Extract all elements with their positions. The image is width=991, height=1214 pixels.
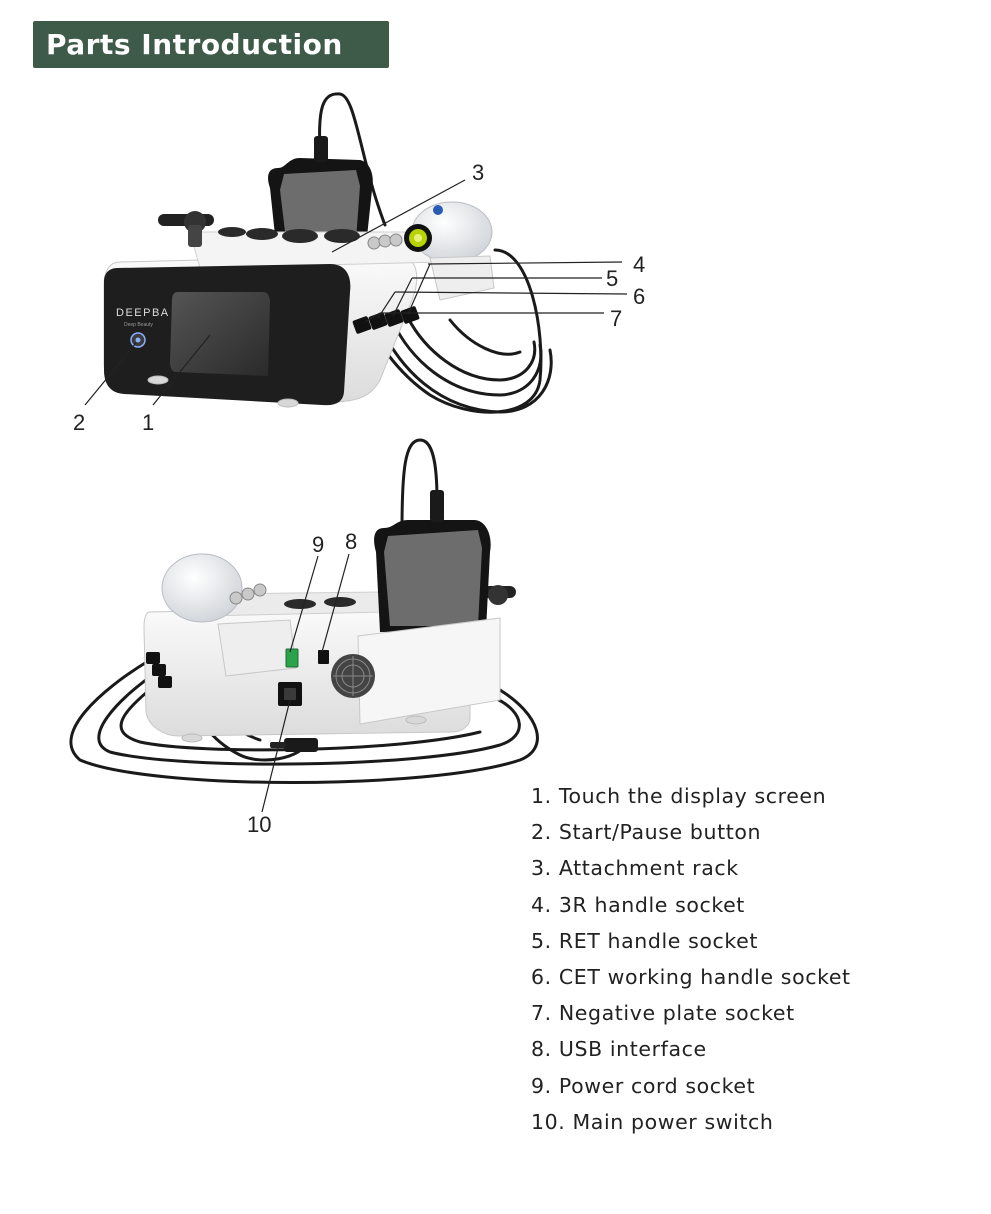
callout-7: 7 <box>610 306 623 331</box>
usb-interface <box>318 650 329 664</box>
rear-3r-handle <box>161 553 297 677</box>
legend-item: 10. Main power switch <box>531 1109 774 1134</box>
brand-logo: DEEPBA <box>116 307 170 319</box>
touch-display-screen <box>170 292 270 376</box>
plate-holder <box>357 617 501 725</box>
device-rear-view <box>69 438 539 813</box>
front-cables <box>318 92 553 414</box>
front-feet <box>147 375 299 408</box>
callout-9: 9 <box>312 532 325 557</box>
rack-slots <box>218 227 360 243</box>
parts-legend: 1. Touch the display screen 2. Start/Pau… <box>531 783 961 1145</box>
callout-2: 2 <box>73 410 86 435</box>
rear-negative-plate <box>374 490 491 632</box>
legend-item: 4. 3R handle socket <box>531 892 745 917</box>
legend-item: 6. CET working handle socket <box>531 964 851 989</box>
callout-10: 10 <box>247 812 272 837</box>
legend-item: 2. Start/Pause button <box>531 820 762 845</box>
negative-plate <box>268 136 373 246</box>
rack-electrodes <box>367 233 403 250</box>
callout-4: 4 <box>633 252 646 277</box>
legend-item: 1. Touch the display screen <box>531 784 827 808</box>
callout-1: 1 <box>142 410 155 435</box>
legend-item: 3. Attachment rack <box>531 856 739 881</box>
callout-5: 5 <box>606 266 619 291</box>
fan-vent <box>331 654 375 698</box>
callout-8: 8 <box>345 529 358 554</box>
device-front-view: DEEPBA Deep Beauty <box>84 92 628 414</box>
rear-leader-lines <box>261 553 350 813</box>
legend-item: 5. RET handle socket <box>531 928 758 953</box>
power-cord-socket <box>278 682 302 706</box>
callout-6: 6 <box>633 284 646 309</box>
main-power-switch <box>285 648 299 668</box>
3r-handle <box>404 201 495 301</box>
callout-3: 3 <box>472 160 485 185</box>
rack-handle-left <box>158 211 214 247</box>
legend-item: 7. Negative plate socket <box>531 1001 795 1026</box>
front-leader-lines <box>84 179 628 406</box>
brand-tagline: Deep Beauty <box>124 322 153 328</box>
page-title: Parts Introduction <box>46 28 343 61</box>
title-bar: Parts Introduction <box>33 21 389 68</box>
power-plug <box>270 738 318 752</box>
rear-handle-right <box>480 585 516 605</box>
legend-item: 8. USB interface <box>531 1037 707 1062</box>
start-pause-button <box>130 332 146 348</box>
legend-item: 9. Power cord socket <box>531 1073 756 1098</box>
